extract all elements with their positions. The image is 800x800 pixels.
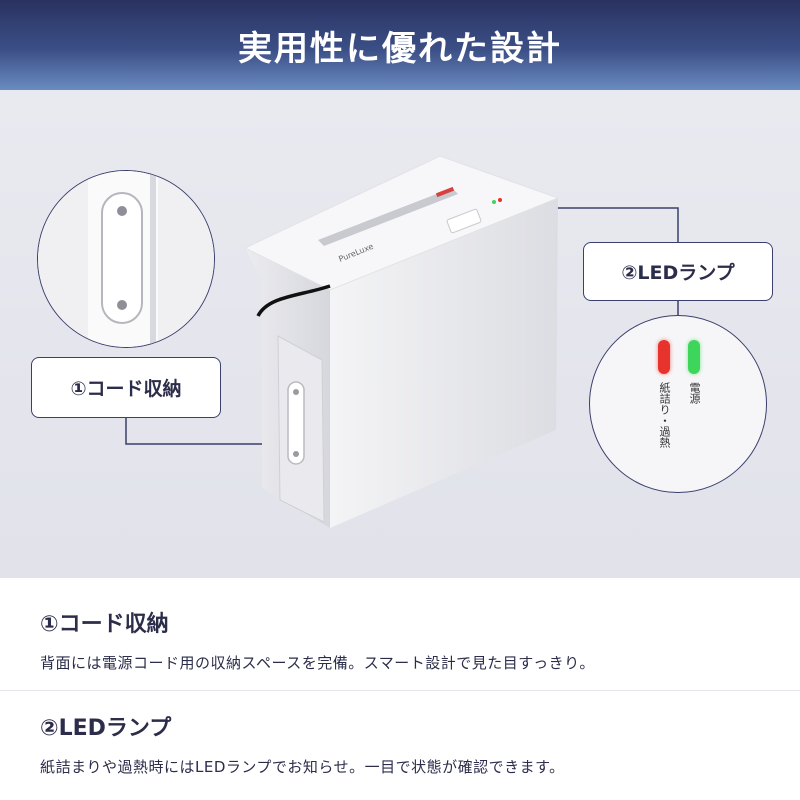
callout-connectors (125, 207, 679, 445)
page-header: 実用性に優れた設計 (0, 0, 800, 90)
jam-overheat-led (658, 340, 670, 374)
shredder-illustration: PureLuxe (243, 155, 560, 528)
led-lamp-callout-label: ②LEDランプ (621, 262, 735, 284)
feature-led-lamp: ②LEDランプ 紙詰まりや過熱時にはLEDランプでお知らせ。一目で状態が確認でき… (40, 710, 780, 777)
feature-cord-storage-title: ①コード収納 (40, 612, 169, 637)
cord-storage-zoom (37, 170, 215, 348)
feature-cord-storage-text: 背面には電源コード用の収納スペースを完備。スマート設計で見た目すっきり。 (40, 654, 595, 672)
jam-overheat-led-label: 紙詰り・過熱 (658, 382, 671, 448)
feature-led-lamp-text: 紙詰まりや過熱時にはLEDランプでお知らせ。一目で状態が確認できます。 (40, 758, 565, 776)
feature-cord-storage: ①コード収納 背面には電源コード用の収納スペースを完備。スマート設計で見た目すっ… (40, 606, 780, 673)
cord-storage-callout-label: ①コード収納 (70, 378, 182, 400)
feature-divider (0, 690, 800, 691)
cord-clip-closeup (38, 171, 214, 347)
feature-led-lamp-title: ②LEDランプ (40, 716, 172, 741)
led-lamp-callout: ②LEDランプ (583, 242, 773, 301)
led-lamp-zoom: 紙詰り・過熱 電源 (589, 315, 767, 493)
power-led-label: 電源 (688, 382, 701, 404)
cord-storage-callout: ①コード収納 (31, 357, 221, 418)
page-title: 実用性に優れた設計 (238, 28, 562, 69)
power-led (688, 340, 700, 374)
product-image-area: PureLuxe ①コード収納 ②LEDランプ 紙詰り・過熱 電源 (0, 90, 800, 578)
